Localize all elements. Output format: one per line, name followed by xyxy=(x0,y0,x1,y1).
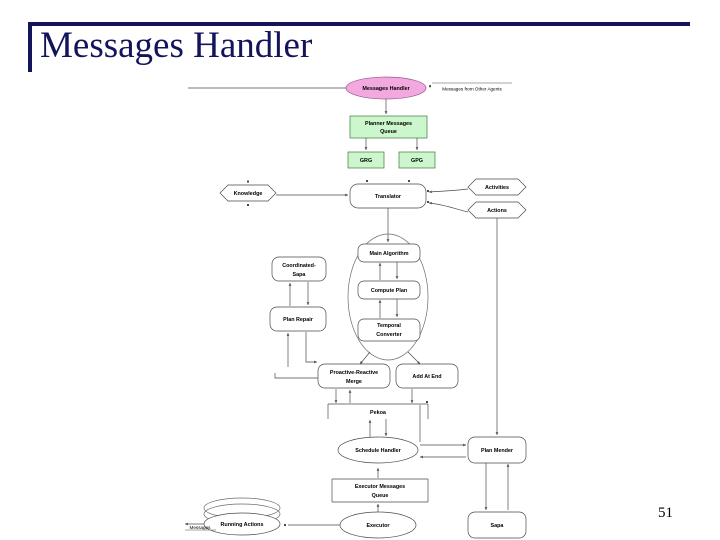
node-sapa-label: Sapa xyxy=(491,523,505,529)
node-emq-label-2: Queue xyxy=(372,493,389,499)
edge-main-algorithm-compute-plan xyxy=(378,262,399,280)
node-temporal-converter-label-2: Converter xyxy=(376,332,402,338)
node-sapa[interactable]: Sapa xyxy=(467,511,527,539)
group-planner-core xyxy=(347,233,429,361)
edge-prm-to-pekoa xyxy=(334,389,414,403)
node-executor[interactable]: Executor xyxy=(339,511,417,539)
edge-pekoa-schedule-handler xyxy=(368,405,421,442)
node-main-algorithm[interactable]: Main Algorithm xyxy=(357,243,421,263)
edge-activities-to-translator xyxy=(428,188,469,194)
node-executor-label: Executor xyxy=(366,523,390,529)
node-emq-label-1: Executor Messages xyxy=(355,484,405,490)
node-messages-handler-label: Messages Handler xyxy=(362,86,410,92)
edge-plan-mender-sapa xyxy=(484,463,510,510)
node-gpg[interactable]: GPG xyxy=(398,151,436,169)
node-knowledge-label: Knowledge xyxy=(234,191,263,197)
node-actions-label: Actions xyxy=(487,208,507,214)
annotation-messages-from-other-agents-label: Messages from Other Agents xyxy=(442,87,502,92)
page-title: Messages Handler xyxy=(40,25,313,66)
node-coordinated-sapa-label-2: Sapa xyxy=(293,272,307,278)
edge-schedule-handler-plan-mender xyxy=(420,443,466,459)
node-main-algorithm-label: Main Algorithm xyxy=(369,251,408,257)
node-activities-label: Activities xyxy=(485,185,509,191)
title-underline-bar xyxy=(28,22,690,26)
edge-core-to-prm xyxy=(359,351,371,365)
node-compute-plan[interactable]: Compute Plan xyxy=(357,280,421,300)
node-plan-mender[interactable]: Plan Mender xyxy=(467,436,527,464)
node-translator-label: Translator xyxy=(375,194,402,200)
node-actions[interactable]: Actions xyxy=(467,201,527,219)
edge-coordinated-sapa-plan-repair xyxy=(288,282,310,306)
node-add-at-end-label: Add At End xyxy=(412,374,441,380)
node-plan-repair-label: Plan Repair xyxy=(283,317,314,323)
node-temporal-converter-label-1: Temporal xyxy=(377,323,401,329)
annotation-messages-in-label: Messages xyxy=(190,525,212,530)
node-plan-mender-label: Plan Mender xyxy=(481,448,514,454)
edge-executor-to-running-actions xyxy=(284,524,340,526)
node-planner-messages-queue[interactable]: Planner Messages Queue xyxy=(349,115,428,139)
edge-compute-plan-temporal-converter xyxy=(378,299,399,318)
node-planner-messages-queue-label-1: Planner Messages xyxy=(365,121,412,127)
node-coordinated-sapa[interactable]: Coordinated- Sapa xyxy=(271,256,327,282)
node-translator[interactable]: Translator xyxy=(349,180,429,209)
annotation-messages-from-other-agents: Messages from Other Agents xyxy=(429,82,512,92)
annotation-messages-in: Messages xyxy=(185,522,216,531)
node-planner-messages-queue-label-2: Queue xyxy=(380,129,397,135)
node-schedule-handler[interactable]: Schedule Handler xyxy=(337,436,419,464)
node-grg[interactable]: GRG xyxy=(347,151,385,169)
node-executor-messages-queue[interactable]: Executor Messages Queue xyxy=(331,478,429,503)
node-schedule-handler-label: Schedule Handler xyxy=(355,448,401,454)
node-gpg-label: GPG xyxy=(411,158,423,164)
node-grg-label: GRG xyxy=(360,158,372,164)
edge-plan-repair-prm xyxy=(274,332,320,379)
node-add-at-end[interactable]: Add At End xyxy=(395,363,459,389)
node-messages-handler[interactable]: Messages Handler xyxy=(345,76,427,100)
node-prm-label-1: Proactive-Reactive xyxy=(330,370,378,376)
node-pekoa[interactable]: Pekoa xyxy=(327,401,429,419)
node-coordinated-sapa-label-1: Coordinated- xyxy=(282,263,316,269)
page-number: 51 xyxy=(658,505,673,521)
node-compute-plan-label: Compute Plan xyxy=(371,288,407,294)
node-activities[interactable]: Activities xyxy=(467,178,527,196)
node-pekoa-label: Pekoa xyxy=(370,410,387,416)
edge-actions-to-translator xyxy=(428,201,469,213)
title-left-rule xyxy=(28,22,32,72)
node-running-actions[interactable]: Running Actions xyxy=(203,497,281,536)
node-knowledge[interactable]: Knowledge xyxy=(219,180,277,207)
node-temporal-converter[interactable]: Temporal Converter xyxy=(357,318,421,342)
node-proactive-reactive-merge[interactable]: Proactive-Reactive Merge xyxy=(317,363,391,389)
node-plan-repair[interactable]: Plan Repair xyxy=(269,306,327,332)
node-running-actions-label: Running Actions xyxy=(221,522,264,528)
node-prm-label-2: Merge xyxy=(346,379,362,385)
edge-core-to-add-at-end xyxy=(407,351,421,365)
architecture-diagram: Messages Handler Messages from Other Age… xyxy=(180,72,550,540)
